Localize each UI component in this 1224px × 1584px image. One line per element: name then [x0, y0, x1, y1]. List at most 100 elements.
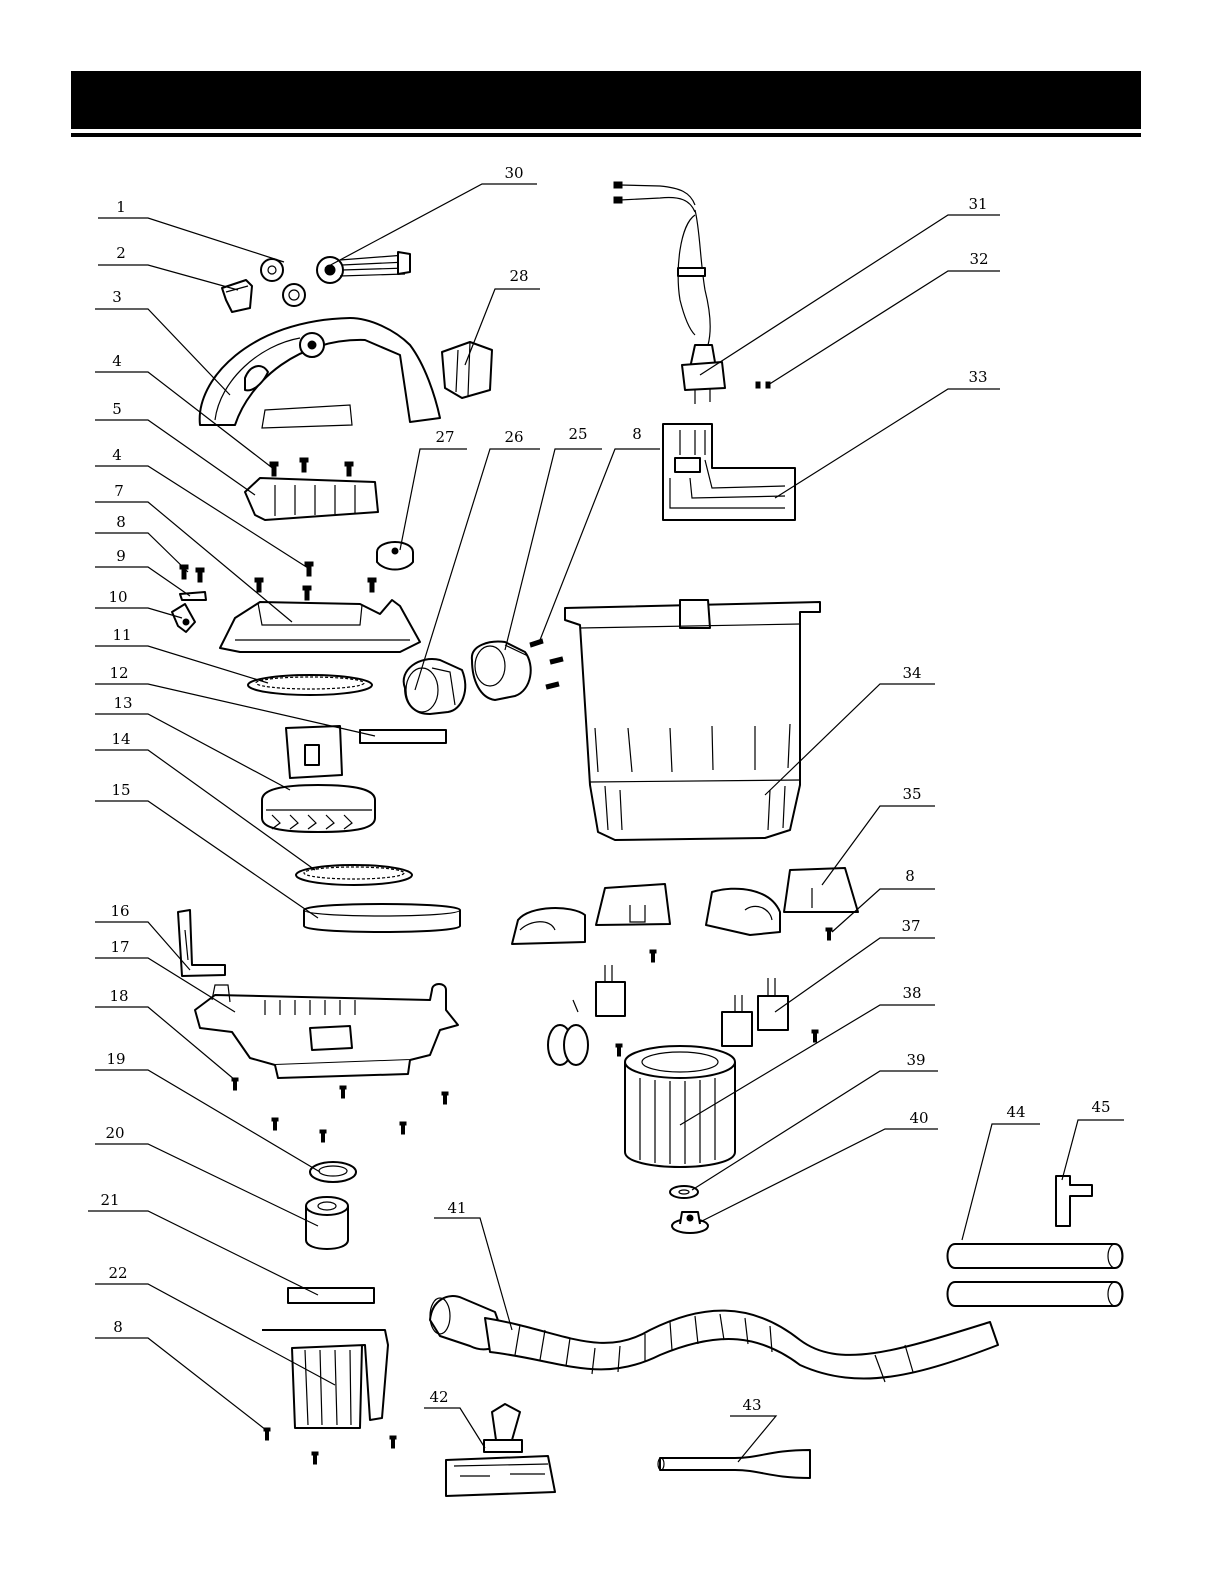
part-3-top-cover	[200, 318, 440, 428]
callout-7: 7	[114, 482, 124, 500]
part-28-latch	[442, 342, 492, 398]
part-26-inlet	[404, 659, 466, 714]
callout-13: 13	[113, 694, 132, 712]
part-21-label	[288, 1288, 374, 1303]
part-31-power-cord	[614, 182, 725, 404]
part-39-washer	[670, 1186, 698, 1198]
callout-33: 33	[968, 368, 987, 386]
callout-37: 37	[901, 917, 920, 935]
part-25-inlet-adaptor	[472, 642, 531, 700]
callout-17: 17	[110, 938, 129, 956]
part-1-nut-washer	[261, 259, 305, 306]
part-43-crevice-tool	[658, 1450, 810, 1478]
callout-9: 9	[116, 547, 126, 565]
callout-45: 45	[1091, 1098, 1110, 1116]
callout-35: 35	[902, 785, 921, 803]
part-9-clip	[180, 592, 206, 600]
callout-16: 16	[110, 902, 129, 920]
callout-5: 5	[112, 400, 122, 418]
leader-line-c30	[325, 184, 537, 268]
callout-8c: 8	[632, 425, 642, 443]
leader-line-c2	[98, 265, 238, 290]
callout-26: 26	[504, 428, 523, 446]
callout-3: 3	[112, 288, 122, 306]
part-17-motor-housing	[195, 984, 458, 1078]
part-41-hose	[430, 1296, 998, 1382]
part-4-screws-top	[270, 458, 353, 476]
callout-32: 32	[969, 250, 988, 268]
leader-line-c8b	[95, 1338, 266, 1430]
leader-line-c19	[95, 1070, 320, 1172]
leader-line-c33	[775, 389, 1000, 498]
part-44-extension-wands	[948, 1244, 1123, 1306]
part-34-tank	[565, 600, 820, 840]
leader-line-c44	[962, 1124, 1040, 1240]
leader-line-c42	[424, 1408, 485, 1448]
callout-44: 44	[1006, 1103, 1025, 1121]
callout-21: 21	[100, 1191, 119, 1209]
leader-line-c21	[88, 1211, 318, 1295]
part-30-brush	[317, 252, 410, 283]
leader-line-c1	[98, 218, 284, 262]
leader-line-c20	[95, 1144, 318, 1226]
callout-30: 30	[504, 164, 523, 182]
part-12-label	[360, 730, 446, 743]
callout-4a: 4	[112, 352, 122, 370]
part-42-floor-nozzle	[446, 1404, 555, 1496]
callout-4b: 4	[112, 446, 122, 464]
callout-20: 20	[105, 1124, 124, 1142]
part-14-gasket	[296, 865, 412, 885]
part-16-bracket	[178, 910, 225, 976]
callout-1: 1	[116, 198, 126, 216]
callout-31: 31	[968, 195, 987, 213]
leader-line-c16	[95, 922, 190, 970]
callout-11: 11	[112, 626, 131, 644]
callout-38: 38	[902, 984, 921, 1002]
part-7-motor-cover	[220, 600, 420, 652]
callout-18: 18	[109, 987, 128, 1005]
part-5-bracket	[245, 478, 378, 520]
leader-line-c27	[400, 449, 467, 550]
part-15-ring	[304, 904, 460, 932]
part-4-screws-middle	[255, 562, 376, 600]
callout-39: 39	[906, 1051, 925, 1069]
leader-line-c31	[700, 215, 1000, 375]
callout-43: 43	[742, 1396, 761, 1414]
part-8-screws-bottom	[264, 1428, 396, 1464]
callout-40: 40	[909, 1109, 928, 1127]
part-40-knob	[672, 1212, 708, 1233]
part-32-small-screws	[756, 382, 770, 388]
callout-28: 28	[509, 267, 528, 285]
leader-line-c32	[768, 271, 1000, 385]
callout-27: 27	[435, 428, 454, 446]
leader-line-c45	[1062, 1120, 1124, 1180]
callout-22: 22	[108, 1264, 127, 1282]
part-11-gasket	[248, 675, 372, 695]
callout-34: 34	[902, 664, 921, 682]
callout-15: 15	[111, 781, 130, 799]
callout-8d: 8	[905, 867, 915, 885]
leader-line-c8a	[95, 533, 188, 572]
callout-8b: 8	[113, 1318, 123, 1336]
callout-42: 42	[429, 1388, 448, 1406]
part-33-wiring-box	[663, 424, 795, 520]
callout-8a: 8	[116, 513, 126, 531]
callout-41: 41	[447, 1199, 466, 1217]
leader-line-c10	[95, 608, 182, 618]
part-38-filter	[625, 1046, 735, 1167]
part-13-motor	[262, 726, 375, 832]
callout-2: 2	[116, 244, 126, 262]
part-35-caster-housings	[512, 868, 858, 944]
callout-12: 12	[109, 664, 128, 682]
part-45-adaptor	[1056, 1176, 1092, 1226]
part-18-screws	[232, 1078, 448, 1142]
callout-25: 25	[568, 425, 587, 443]
part-10-clamp	[172, 604, 195, 632]
part-2-switch	[222, 280, 252, 312]
part-8-screws-tank	[530, 639, 563, 689]
leader-line-c13	[95, 714, 290, 790]
callout-10: 10	[108, 588, 127, 606]
callout-14: 14	[111, 730, 130, 748]
